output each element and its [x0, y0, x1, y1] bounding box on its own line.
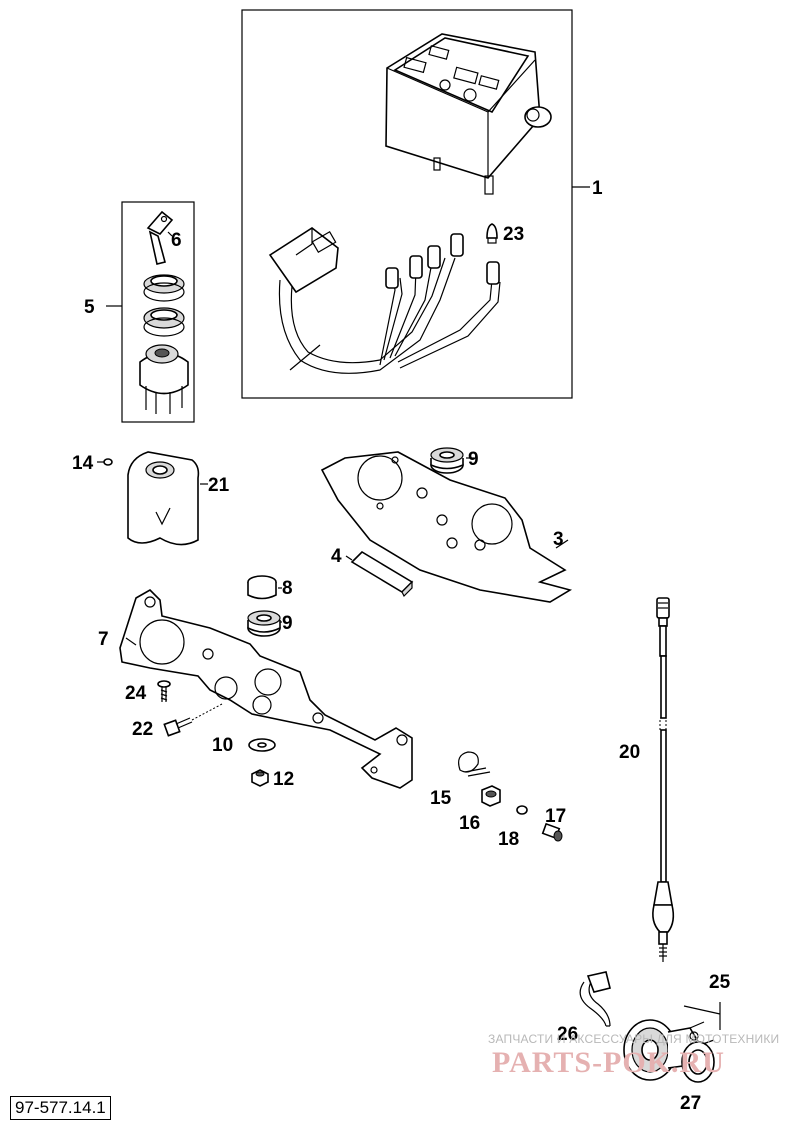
instrument-housing: [385, 33, 552, 195]
callout-9-upper: 9: [468, 449, 479, 470]
bolt: [163, 703, 223, 737]
small-washer: [516, 805, 528, 815]
bushing: [247, 575, 277, 600]
callout-5: 5: [84, 297, 95, 318]
callout-17: 17: [545, 806, 566, 827]
watermark-logo: PARTS-POK.RU: [492, 1046, 725, 1079]
callout-10: 10: [212, 735, 233, 756]
small-bolt: [541, 822, 563, 842]
nut: [251, 769, 269, 787]
part-1-group-frame: [241, 9, 573, 399]
diagram-reference-code: 97-577.14.1: [10, 1096, 111, 1120]
speedometer-cable: [652, 597, 675, 962]
grommet-lower: [247, 610, 281, 637]
wiring-harness: [268, 227, 501, 374]
dash-gasket: [320, 451, 573, 603]
callout-27: 27: [680, 1093, 701, 1114]
callout-7: 7: [98, 629, 109, 650]
callout-4: 4: [331, 546, 342, 567]
callout-3: 3: [553, 529, 564, 550]
screw: [157, 680, 171, 702]
callout-16: 16: [459, 813, 480, 834]
callout-8: 8: [282, 578, 293, 599]
small-cap: [103, 458, 113, 466]
callout-1: 1: [592, 178, 603, 199]
ignition-switch-body: [139, 344, 189, 414]
foam-strip: [350, 550, 414, 598]
ignition-key: [146, 210, 174, 265]
callout-25: 25: [709, 972, 731, 993]
callout-9-lower: 9: [282, 613, 293, 634]
callout-15: 15: [430, 788, 452, 809]
bulb: [486, 223, 498, 244]
seal-ring: [681, 1041, 715, 1083]
callout-23: 23: [503, 224, 524, 245]
grommet-upper: [430, 447, 464, 474]
lock-ring-upper: [143, 274, 185, 302]
washer: [248, 738, 276, 752]
part-5-group-frame: [121, 201, 195, 423]
callout-14: 14: [72, 453, 94, 474]
callout-22: 22: [132, 719, 153, 740]
instrument-bracket: [119, 589, 413, 789]
callout-18: 18: [498, 829, 519, 850]
callout-20: 20: [619, 742, 640, 763]
callout-12: 12: [273, 769, 294, 790]
callout-21: 21: [208, 475, 230, 496]
callout-6: 6: [171, 230, 182, 251]
hex-nut: [481, 785, 501, 807]
clamp: [579, 971, 611, 1027]
callout-24: 24: [125, 683, 147, 704]
lock-ring-lower: [143, 307, 185, 337]
watermark-text: ЗАПЧАСТИ И АКСЕССУАРЫ ДЛЯ МОТОТЕХНИКИ: [488, 1032, 780, 1046]
cable-clip: [458, 751, 491, 777]
callout-26: 26: [557, 1024, 578, 1045]
rubber-cover: [127, 451, 200, 546]
